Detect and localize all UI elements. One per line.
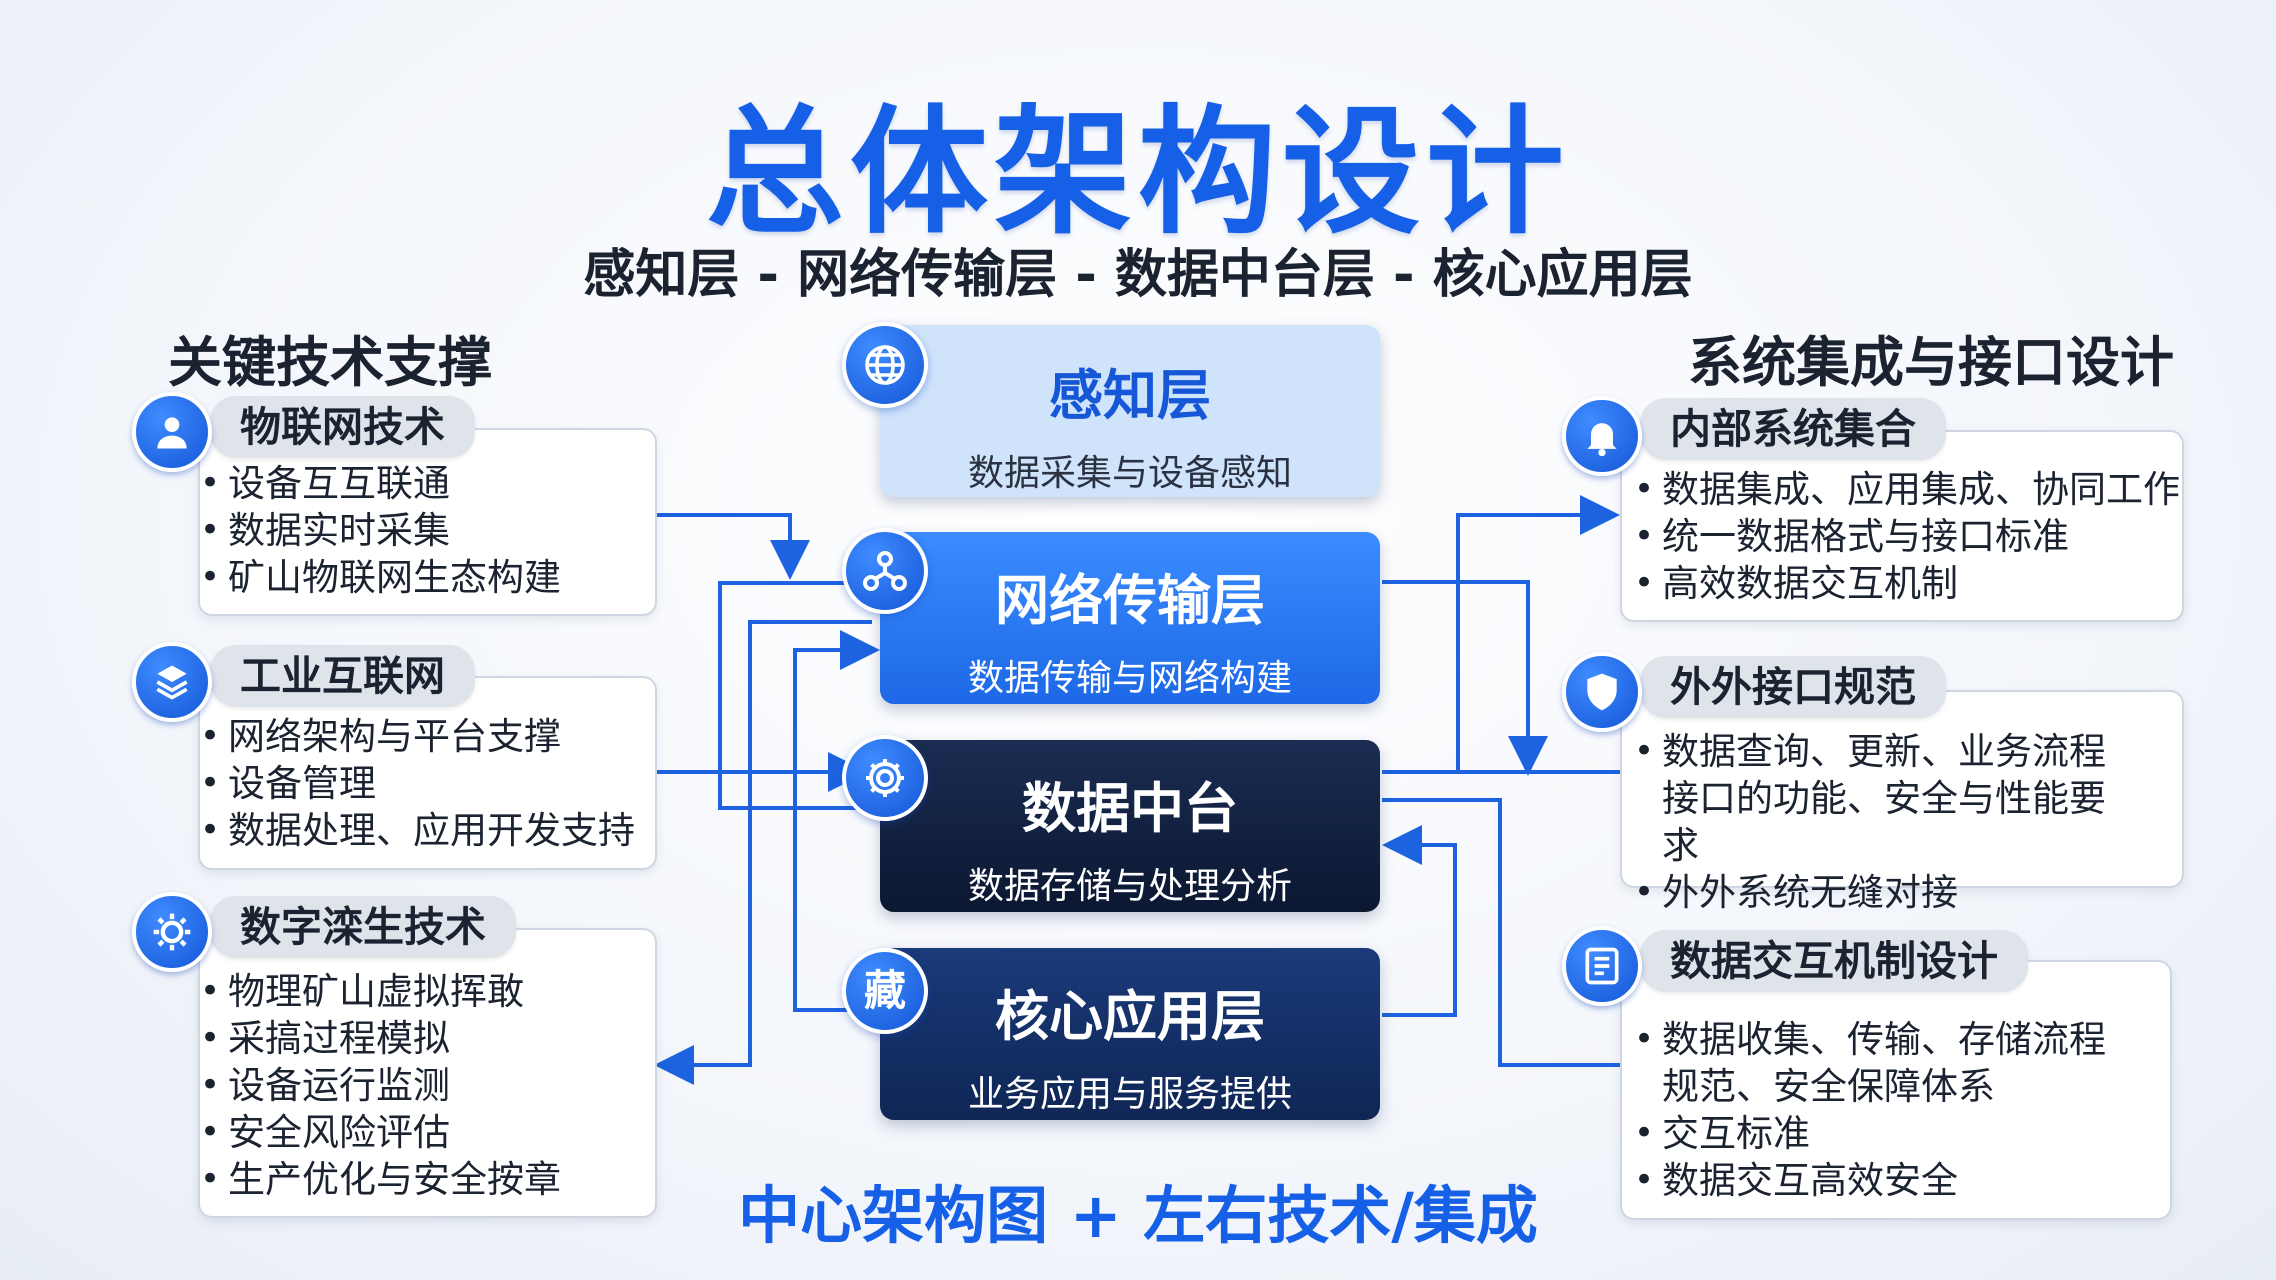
connector-network-to-internal [1382,580,1548,776]
list-item: 数据集成、应用集成、协同工作 [1634,466,2182,513]
app-icon: 藏 [842,948,928,1034]
shield-icon [1562,652,1642,732]
layer-title: 数据中台 [1022,777,1238,840]
card-title-external-interface: 外外接口规范 [1640,656,1946,718]
card-internal-system: 数据集成、应用集成、协同工作 统一数据格式与接口标准 高效数据交互机制 [1620,430,2184,622]
layer-network: 网络传输层 数据传输与网络构建 [880,532,1380,704]
gear-icon [842,735,928,821]
card-industrial-internet: 网络架构与平台支撑 设备管理 数据处理、应用开发支持 [198,676,657,870]
connector-iot-to-network [656,513,810,580]
page-title: 总体架构设计 [705,92,1570,253]
connector-app-to-network [793,630,880,1012]
card-data-exchange: 数据收集、传输、存储流程规范、安全保障体系 交互标准 数据交互高效安全 [1620,960,2172,1220]
list-item: 数据交互高效安全 [1634,1157,2134,1204]
card-digital-twin: 物理矿山虚拟挥敢 采搞过程模拟 设备运行监测 安全风险评估 生产优化与安全按章 [198,928,657,1218]
list-item: 设备管理 [200,760,655,807]
layer-core-application: 核心应用层 业务应用与服务提供 [880,948,1380,1120]
layer-data-platform: 数据中台 数据存储与处理分析 [880,740,1380,912]
card-iot: 设备互互联通 数据实时采集 矿山物联网生态构建 [198,428,657,616]
list-item: 数据收集、传输、存储流程规范、安全保障体系 [1634,1016,2134,1110]
list-item: 数据处理、应用开发支持 [200,807,655,854]
card-title-data-exchange: 数据交互机制设计 [1640,930,2028,992]
list-item: 设备互互联通 [200,460,655,507]
list-item: 外外系统无缝对接 [1634,869,2134,916]
connector-app-to-platform [1382,825,1457,1017]
layer-title: 核心应用层 [995,985,1265,1048]
list-item: 数据查询、更新、业务流程接口的功能、安全与性能要求 [1634,728,2134,869]
sun-gear-icon [132,892,212,972]
network-icon [842,528,928,614]
list-item: 矿山物联网生态构建 [200,554,655,601]
list-item: 交互标准 [1634,1110,2134,1157]
network-gear-icon [132,642,212,722]
bottom-caption: 中心架构图 + 左右技术/集成 [738,1179,1538,1252]
list-item: 设备运行监测 [200,1062,655,1109]
layer-title: 网络传输层 [995,569,1265,632]
layer-subtitle: 数据采集与设备感知 [967,453,1292,494]
right-section-title: 系统集成与接口设计 [1688,331,2174,394]
list-item: 生产优化与安全按章 [200,1156,655,1203]
card-external-interface: 数据查询、更新、业务流程接口的功能、安全与性能要求 外外系统无缝对接 [1620,690,2184,916]
connector-platform-to-exchange [1382,798,1620,1067]
connector-network-to-twin [654,620,872,1085]
list-item: 物理矿山虚拟挥敢 [200,968,655,1015]
list-item: 统一数据格式与接口标准 [1634,513,2182,560]
list-item: 采搞过程模拟 [200,1015,655,1062]
card-title-digital-twin: 数字滦生技术 [210,896,516,958]
list-item: 安全风险评估 [200,1109,655,1156]
document-icon [1562,926,1642,1006]
list-item: 数据实时采集 [200,507,655,554]
layer-title: 感知层 [1049,364,1211,427]
card-title-internal-system: 内部系统集合 [1640,398,1946,460]
layer-subtitle: 业务应用与服务提供 [967,1074,1292,1115]
globe-icon [842,322,928,408]
list-item: 高效数据交互机制 [1634,560,2182,607]
connector-up-to-internal [1456,495,1620,772]
page-subtitle: 感知层 - 网络传输层 - 数据中台层 - 核心应用层 [583,245,1693,305]
card-title-iot: 物联网技术 [210,396,475,458]
layer-subtitle: 数据传输与网络构建 [967,658,1292,699]
user-icon [132,392,212,472]
card-title-industrial-internet: 工业互联网 [210,645,475,707]
layer-perception: 感知层 数据采集与设备感知 [880,325,1380,497]
left-section-title: 关键技术支撑 [168,331,492,394]
layer-subtitle: 数据存储与处理分析 [967,866,1292,907]
bell-icon [1562,396,1642,476]
list-item: 网络架构与平台支撑 [200,713,655,760]
